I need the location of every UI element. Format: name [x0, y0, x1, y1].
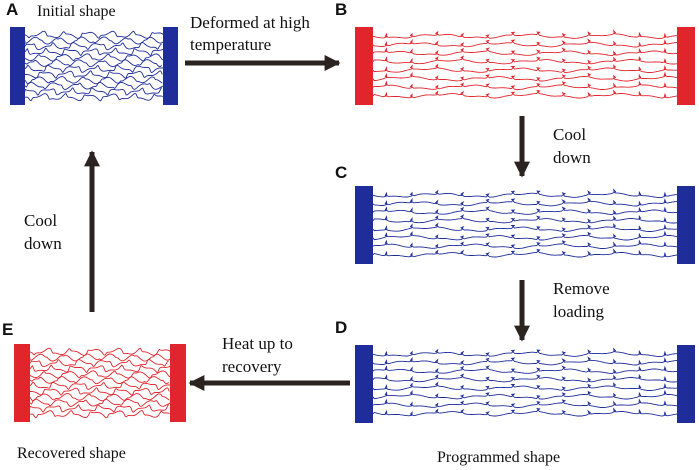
polymer-network-programmed: [355, 345, 695, 423]
label-d-to-e-line1: Heat up to: [222, 334, 293, 353]
panel-a-letter: A: [6, 0, 18, 19]
polymer-chain: [24, 70, 163, 79]
polymer-chain: [24, 81, 165, 90]
polymer-chain: [372, 29, 677, 39]
polymer-chain: [372, 239, 678, 249]
polymer-chain: [30, 410, 170, 419]
left-clamp: [355, 345, 373, 423]
polymer-chain: [29, 353, 171, 362]
panel-d-caption: Programmed shape: [437, 449, 560, 466]
polymer-chain: [25, 93, 163, 102]
polymer-chain: [372, 407, 678, 417]
panel-c: C: [335, 163, 695, 264]
left-clamp: [14, 344, 30, 422]
polymer-chain: [24, 42, 162, 51]
polymer-chain: [29, 359, 169, 368]
label-b-to-c: Cool down: [553, 125, 591, 167]
polymer-chain: [372, 63, 678, 73]
label-a-to-b-line1: Deformed at high: [190, 13, 310, 32]
right-clamp: [163, 27, 178, 105]
right-clamp: [677, 345, 695, 423]
polymer-chain: [372, 389, 678, 400]
polymer-chain: [372, 373, 678, 383]
polymer-chain: [372, 55, 678, 65]
polymer-network-recovered: [14, 344, 186, 422]
label-b-to-c-line2: down: [553, 148, 591, 167]
panel-e-caption: Recovered shape: [17, 445, 126, 462]
panel-a-caption: Initial shape: [37, 3, 116, 20]
polymer-chain: [29, 376, 170, 385]
right-clamp: [677, 186, 695, 264]
label-c-to-d-line2: loading: [553, 302, 604, 321]
polymer-chain: [24, 87, 162, 96]
polymer-chain: [372, 222, 678, 232]
polymer-chain: [372, 188, 677, 198]
label-c-to-d: Remove loading: [553, 279, 610, 321]
label-e-to-a-line1: Cool: [24, 211, 57, 230]
polymer-chain: [29, 398, 172, 407]
label-c-to-d-line1: Remove: [553, 279, 610, 298]
label-e-to-a: Cool down: [24, 211, 62, 253]
polymer-chain: [29, 393, 170, 402]
polymer-chain: [372, 381, 678, 391]
polymer-chain: [372, 206, 678, 215]
panel-e-letter: E: [2, 320, 13, 339]
label-a-to-b-line2: temperature: [190, 35, 271, 54]
polymer-chain: [372, 230, 678, 241]
polymer-chain: [29, 347, 172, 356]
polymer-network-cooled: [355, 186, 695, 264]
polymer-chain: [372, 89, 678, 99]
polymer-chain: [29, 381, 172, 390]
polymer-chain: [24, 76, 163, 85]
polymer-chain: [24, 59, 163, 68]
polymer-chain: [372, 47, 678, 56]
polymer-chain: [372, 71, 678, 82]
panel-b: B: [335, 0, 695, 105]
panel-d: D Programmed shape: [335, 318, 695, 466]
polymer-chain: [29, 387, 170, 396]
polymer-chain: [23, 53, 163, 62]
polymer-chain: [24, 47, 165, 57]
polymer-network-deformed-hot: [355, 27, 695, 105]
panel-e: E Recovered shape: [2, 320, 186, 462]
polymer-chain: [372, 214, 678, 224]
polymer-chain: [372, 365, 678, 374]
polymer-chain: [372, 398, 678, 408]
label-d-to-e: Heat up to recovery: [222, 334, 293, 376]
polymer-chain: [372, 80, 678, 90]
left-clamp: [10, 27, 25, 105]
panel-b-letter: B: [335, 0, 347, 19]
polymer-chain: [372, 38, 678, 48]
left-clamp: [355, 27, 373, 105]
polymer-chain: [24, 30, 165, 39]
right-clamp: [677, 27, 695, 105]
left-clamp: [355, 186, 373, 264]
polymer-chain: [29, 404, 169, 413]
polymer-chain: [372, 248, 678, 258]
polymer-chain: [372, 356, 678, 366]
polymer-chain: [372, 197, 678, 207]
polymer-chain: [29, 364, 172, 374]
polymer-chain: [24, 64, 165, 73]
label-e-to-a-line2: down: [24, 234, 62, 253]
label-b-to-c-line1: Cool: [553, 125, 586, 144]
right-clamp: [170, 344, 186, 422]
label-a-to-b: Deformed at high temperature: [190, 13, 310, 54]
polymer-chain: [29, 370, 170, 379]
polymer-network-initial: [10, 27, 178, 105]
polymer-chain: [372, 347, 677, 357]
panel-c-letter: C: [335, 163, 347, 182]
panel-a: A Initial shape: [6, 0, 178, 105]
label-d-to-e-line2: recovery: [222, 357, 282, 376]
panel-d-letter: D: [335, 318, 347, 337]
